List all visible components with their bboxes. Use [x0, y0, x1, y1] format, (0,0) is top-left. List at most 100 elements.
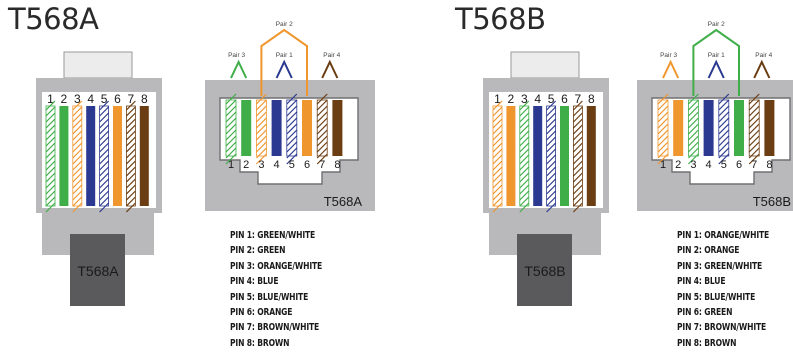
plug-pin-number: 2 — [61, 92, 68, 106]
plug-wire-2 — [59, 106, 69, 206]
plug-wire-7-stripe — [125, 196, 136, 207]
plug-pin-number: 4 — [87, 92, 94, 106]
jack-wire-3-stripe — [255, 99, 267, 111]
jack-wire-7-stripe — [316, 111, 328, 123]
pin-assignment-list: PIN 1: GREEN/WHITE PIN 2: GREEN PIN 3: O… — [230, 228, 345, 351]
plug-wire-7-stripe — [572, 148, 583, 159]
jack-pin-number: 4 — [706, 159, 712, 171]
plug-wire-7-stripe — [572, 190, 583, 201]
pin-5-assignment: PIN 5: BLUE/WHITE — [677, 291, 756, 303]
jack-wire-7-stripe — [316, 153, 328, 165]
plug-wire-3-stripe — [72, 184, 83, 195]
plug-wire-5-stripe — [546, 154, 557, 165]
pair-4-loop — [321, 59, 339, 79]
plug-wire-3-stripe — [72, 112, 83, 123]
pin-6-assignment: PIN 6: GREEN — [677, 306, 733, 318]
plug-wire-7-stripe — [572, 106, 583, 117]
plug-wire-7-stripe — [125, 124, 136, 135]
plug-wire-3-stripe — [519, 202, 530, 213]
plug-wire-5-stripe — [546, 142, 557, 153]
plug-wire-7-stripe — [572, 100, 583, 111]
plug-wire-3-stripe — [72, 166, 83, 177]
jack-wire-6 — [734, 100, 744, 156]
plug-wire-7-stripe — [125, 100, 136, 111]
jack-pin-number: 6 — [736, 159, 742, 171]
plug-wire-5-stripe — [99, 106, 110, 117]
plug-wire-7-stripe — [572, 112, 583, 123]
plug-wire-1-stripe — [45, 166, 56, 177]
plug-wire-1-stripe — [45, 142, 56, 153]
plug-wire-5-stripe — [99, 148, 110, 159]
plug-wire-6 — [113, 106, 122, 206]
jack-wire-5-stripe — [718, 141, 730, 153]
jack-pin-number: 8 — [334, 159, 340, 171]
plug-label: T568A — [77, 263, 119, 279]
plug-wire-6 — [560, 106, 569, 206]
jack-wire-5-stripe — [718, 135, 730, 147]
plug-pin-number: 8 — [141, 92, 148, 106]
jack-wires — [657, 93, 775, 165]
pin-7-assignment: PIN 7: BROWN/WHITE — [677, 322, 767, 334]
jack-wire-5-stripe — [286, 141, 298, 153]
plug-wire-5-stripe — [99, 136, 110, 147]
jack-wire-8 — [332, 100, 343, 156]
plug-wire-3-stripe — [72, 196, 83, 207]
plug-wire-1-stripe — [492, 148, 503, 159]
jack-wire-1-stripe — [657, 147, 669, 159]
plug-wire-3-stripe — [519, 166, 530, 177]
plug-wire-5-stripe — [99, 130, 110, 141]
plug-wires — [492, 100, 596, 213]
jack-wire-5-stripe — [286, 117, 298, 129]
jack-wire-2 — [673, 100, 684, 156]
plug-wire-5-stripe — [99, 166, 110, 177]
jack-wire-3-stripe — [687, 153, 699, 165]
plug-wire-7-stripe — [572, 172, 583, 183]
jack-wire-7-stripe — [316, 129, 328, 141]
jack-wire-1-stripe — [657, 99, 669, 111]
plug-wire-3-stripe — [519, 124, 530, 135]
jack-pin-number: 3 — [690, 159, 696, 171]
plug-wire-7-stripe — [125, 154, 136, 165]
jack-wire-1-stripe — [657, 141, 669, 153]
plug-wire-1-stripe — [45, 136, 56, 147]
jack-wire-4 — [703, 100, 714, 156]
plug-wire-1-stripe — [492, 136, 503, 147]
jack-wire-3-stripe — [255, 129, 267, 141]
jack-wire-5-stripe — [286, 123, 298, 135]
plug-wire-5-stripe — [546, 130, 557, 141]
plug-wire-5-stripe — [99, 160, 110, 171]
plug-wire-1-stripe — [45, 196, 56, 207]
jack-wire-3-stripe — [255, 147, 267, 159]
plug-wire-1-stripe — [492, 166, 503, 177]
plug-wire-3-stripe — [72, 136, 83, 147]
plug-wire-7-stripe — [125, 142, 136, 153]
plug-wire-3-stripe — [519, 100, 530, 111]
plug-contact-window — [42, 92, 156, 208]
jack-wire-7-stripe — [748, 105, 760, 117]
jack-wire-5-stripe — [718, 129, 730, 141]
jack-wire-3-stripe — [687, 99, 699, 111]
plug-wire-1-stripe — [45, 124, 56, 135]
plug-wire-1-stripe — [492, 178, 503, 189]
plug-wire-5-stripe — [546, 178, 557, 189]
plug-wire-7-stripe — [572, 142, 583, 153]
pair-1-loop — [275, 59, 293, 79]
plug-wire-3-stripe — [519, 160, 530, 171]
plug-wire-1-stripe — [492, 190, 503, 201]
jack-label: T568A — [324, 194, 363, 209]
jack-wire-3-stripe — [687, 123, 699, 135]
plug-wire-7-stripe — [125, 136, 136, 147]
jack-pin-number: 2 — [675, 159, 681, 171]
plug-wire-1-stripe — [492, 160, 503, 171]
pin-2-assignment: PIN 2: ORANGE — [677, 245, 740, 257]
jack-wires — [225, 93, 343, 165]
plug-wire-3-stripe — [72, 154, 83, 165]
plug-wire-7-stripe — [125, 166, 136, 177]
plug-pin-number: 3 — [74, 92, 81, 106]
plug-wire-5-stripe — [99, 184, 110, 195]
jack-wire-4 — [271, 100, 282, 156]
